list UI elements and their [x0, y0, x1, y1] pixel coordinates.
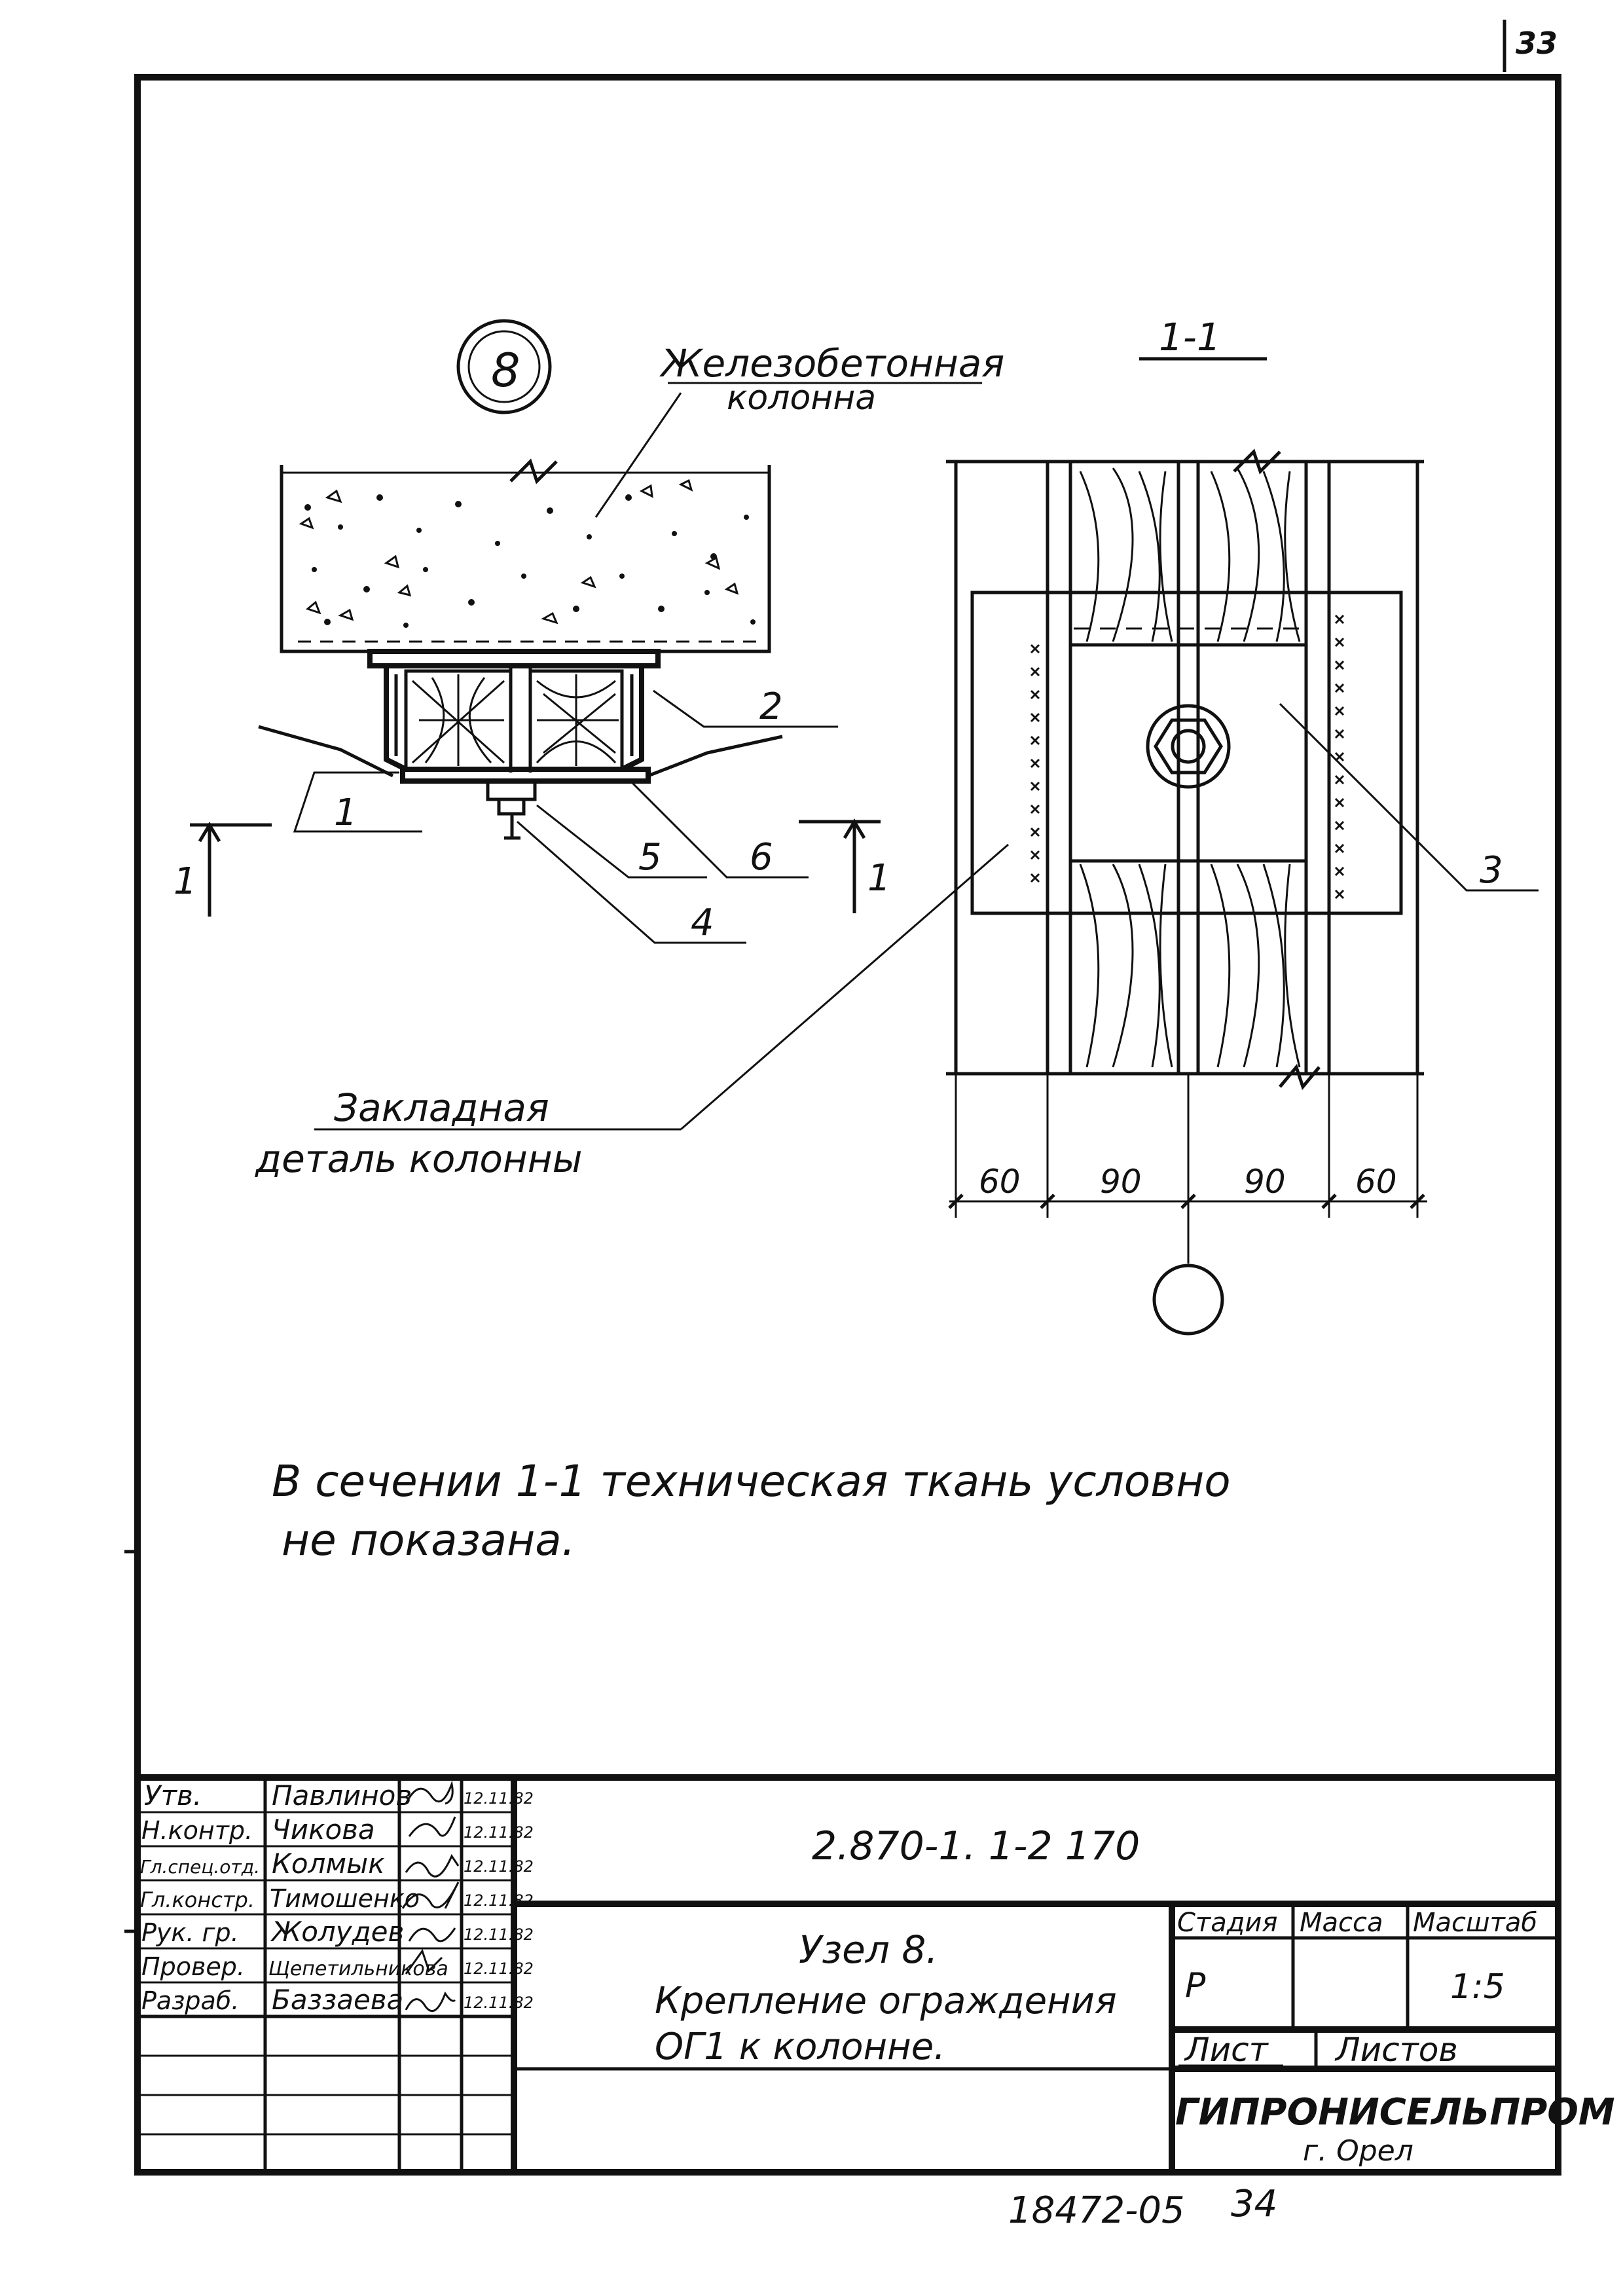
dimension-3: 90: [1244, 1163, 1286, 1201]
section-cut-left: 1: [173, 822, 272, 917]
row-role-7: Разраб.: [141, 1986, 239, 2015]
cut-label-left: 1: [173, 860, 197, 903]
dimension-1: 60: [979, 1163, 1021, 1201]
stage-value: Р: [1185, 1966, 1206, 2005]
row-role-3: Гл.спец.отд.: [140, 1856, 260, 1878]
dimension-chain: 60 90 90 60: [948, 1074, 1427, 1336]
row-date-2: 12.11.82: [464, 1823, 534, 1842]
row-role-4: Гл.констр.: [140, 1887, 255, 1912]
embedded-part-line1: Закладная: [334, 1085, 549, 1130]
title-line3: ОГ1 к колонне.: [655, 2026, 945, 2068]
cut-label-right: 1: [867, 857, 891, 900]
org-city: г. Орел: [1303, 2134, 1413, 2168]
dimension-2: 90: [1100, 1163, 1142, 1201]
section-clamp-plate: [1068, 643, 1308, 863]
sheet-frame: [134, 74, 1561, 2176]
row-name-1: Павлинов: [272, 1779, 412, 1812]
row-date-6: 12.11.82: [464, 1959, 534, 1978]
row-name-3: Колмык: [272, 1848, 385, 1880]
row-date-4: 12.11.82: [464, 1891, 534, 1910]
org-name: ГИПРОНИСЕЛЬПРОМ: [1175, 2091, 1615, 2134]
note-line1: В сечении 1-1 техническая ткань условно: [272, 1456, 1231, 1506]
doc-code: 2.870-1. 1-2 170: [812, 1823, 1140, 1869]
row-role-5: Рук. гр.: [141, 1918, 239, 1947]
section-bolt-head: [1146, 704, 1231, 789]
row-name-5: Жолудев: [270, 1916, 404, 1948]
row-date-7: 12.11.82: [464, 1994, 534, 2012]
callout-6: 6: [750, 836, 773, 879]
section-view: [946, 448, 1424, 1091]
row-name-4: Тимошенко: [270, 1884, 420, 1913]
row-date-3: 12.11.82: [464, 1857, 534, 1876]
callout-1: 1: [334, 792, 357, 834]
callout-4: 4: [691, 902, 714, 944]
sheet-label: Лист: [1184, 2031, 1269, 2069]
column-label-line1: Железобетонная: [659, 341, 1004, 386]
mass-header: Масса: [1300, 1908, 1383, 1938]
sheets-label: Листов: [1334, 2031, 1458, 2069]
row-role-6: Провер.: [141, 1952, 245, 1981]
row-role-2: Н.контр.: [141, 1816, 253, 1845]
signature-rows: Утв. Павлинов 12.11.82 Н.контр. Чикова 1…: [140, 1779, 534, 2016]
row-name-2: Чикова: [272, 1813, 375, 1846]
row-name-6: Щепетильникова: [268, 1958, 448, 1980]
callout-5: 5: [638, 836, 662, 879]
leader-lines: 2 1 5 6 4: [293, 685, 838, 944]
node-marker: 8: [456, 319, 552, 414]
node-marker-number: 8: [491, 344, 520, 397]
callout-2: 2: [759, 685, 783, 728]
footer-code: 18472-05: [1008, 2189, 1185, 2232]
row-name-7: Баззаева: [272, 1984, 403, 2016]
footer-page: 34: [1231, 2183, 1277, 2225]
callout-3: 3: [1480, 849, 1503, 892]
axis-marker: [1152, 1264, 1224, 1336]
scale-value: 1:5: [1450, 1967, 1505, 2007]
title-line2: Крепление ограждения: [655, 1980, 1117, 2022]
timber-members: [404, 668, 624, 773]
row-date-5: 12.11.82: [464, 1925, 534, 1944]
stage-header: Стадия: [1177, 1908, 1277, 1938]
note-line2: не показана.: [282, 1515, 575, 1565]
dimension-4: 60: [1355, 1163, 1397, 1201]
section-cut-right: 1: [799, 818, 891, 913]
scale-header: Масштаб: [1413, 1908, 1537, 1938]
embedded-plate: [367, 649, 661, 668]
row-role-1: Утв.: [144, 1779, 202, 1812]
title-line1: Узел 8.: [799, 1927, 938, 1972]
title-block: [137, 1774, 1558, 2172]
signatures: [401, 1780, 460, 2013]
embedded-part-line2: деталь колонны: [255, 1137, 583, 1181]
section-label: 1-1: [1159, 315, 1221, 359]
angle-brackets: [384, 663, 644, 772]
row-date-1: 12.11.82: [464, 1789, 534, 1808]
page-number: 33: [1516, 26, 1558, 61]
bolt: [486, 779, 537, 840]
concrete-column: [280, 458, 771, 653]
column-label-line2: колонна: [727, 378, 876, 418]
